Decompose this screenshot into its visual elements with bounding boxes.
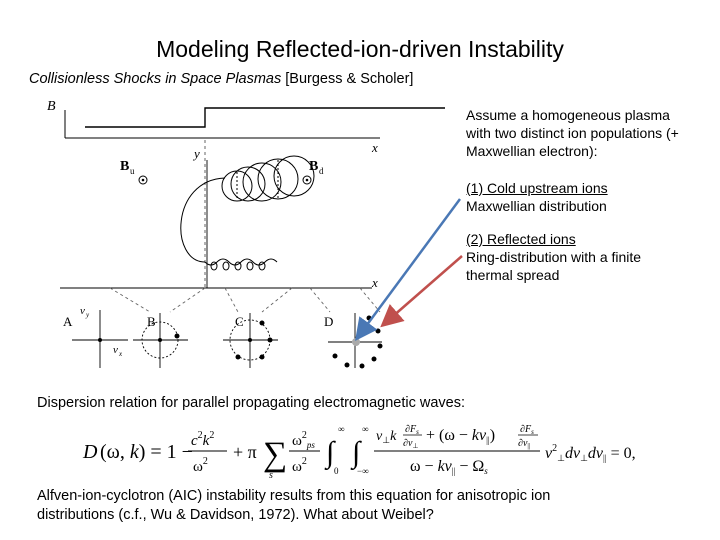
assumption-text: Assume a homogeneous plasma with two dis… [466,106,679,160]
assumption-line: Maxwellian electron): [466,143,598,159]
axis-vx-sub: x [118,350,123,358]
dispersion-equation: D (ω, k) = 1 − c2k2 ω2 + π ∑ s ω2ps ω2 ∫… [82,424,636,480]
conclusion-line: Alfven-ion-cyclotron (AIC) instability r… [37,488,551,504]
svg-text:D: D [82,441,98,463]
slide-title: Modeling Reflected-ion-driven Instabilit… [156,36,564,62]
b-upstream-label: B [120,159,129,174]
cold-ion-pointer-arrow [355,198,462,342]
population-2-heading: (2) Reflected ions [466,231,576,247]
b-out-of-page-icon [302,175,312,185]
axis-vy-sub: y [85,311,90,319]
reference-authors: [Burgess & Scholer] [281,71,414,87]
population-2-line: Ring-distribution with a finite [466,249,642,265]
svg-text:−∞: −∞ [357,466,369,476]
axis-x-label: x [371,140,378,155]
velocity-panel-c: C [223,313,278,368]
svg-text:∂v||: ∂v|| [518,438,530,450]
svg-text:s: s [269,470,273,480]
b-downstream-sub: d [319,166,324,176]
panel-b-label: B [147,314,156,329]
svg-text:(ω, k) = 1 −: (ω, k) = 1 − [100,441,193,463]
dispersion-label: Dispersion relation for parallel propaga… [37,395,465,411]
axis-y-label: y [192,146,200,161]
svg-text:ω2ps: ω2ps [292,430,315,450]
velocity-panel-a: A v y v x [63,305,128,368]
svg-text:∫: ∫ [324,436,336,471]
b-upstream-sub: u [130,166,135,176]
axis-vx-label: v [113,344,118,356]
population-1-line: Maxwellian distribution [466,198,607,214]
reflected-ion-pointer-arrow [380,255,463,328]
svg-text:∂Fs: ∂Fs [405,424,419,436]
velocity-panel-b: B [133,313,188,368]
svg-text:ω2: ω2 [193,456,208,475]
reference-book-title: Collisionless Shocks in Space Plasmas [29,71,282,87]
conclusion-text: Alfven-ion-cyclotron (AIC) instability r… [37,487,550,525]
svg-text:ω2: ω2 [292,456,307,475]
panel-connectors [109,287,381,313]
svg-text:∑: ∑ [263,436,287,473]
svg-text:+ π: + π [233,442,257,462]
svg-text:∞: ∞ [338,424,344,434]
b-downstream-marker: B d [302,159,324,185]
svg-text:v2⊥dv⊥dv|| = 0,: v2⊥dv⊥dv|| = 0, [545,443,636,463]
population-1-text: (1) Cold upstream ions Maxwellian distri… [466,179,608,215]
axis-b-label: B [47,99,56,114]
b-profile-plot: B x [47,99,445,155]
panel-d-label: D [324,314,333,329]
panel-c-label: C [235,314,244,329]
b-upstream-marker: B u [120,159,148,185]
b-out-of-page-icon [138,175,148,185]
ion-trajectory [180,155,315,271]
svg-text:v⊥k: v⊥k [376,429,397,445]
axis-x-lower-label: x [371,275,378,290]
svg-text:∂v⊥: ∂v⊥ [403,438,419,450]
svg-text:0: 0 [334,466,339,476]
b-downstream-label: B [309,159,318,174]
population-2-line: thermal spread [466,267,560,283]
svg-text:ω − kv|| − Ωs: ω − kv|| − Ωs [410,458,488,476]
velocity-panel-d: D [324,313,383,369]
svg-text:∫: ∫ [350,436,362,471]
svg-text:∞: ∞ [362,424,368,434]
panel-a-label: A [63,314,73,329]
svg-text:∂Fs: ∂Fs [520,424,534,436]
population-1-heading: (1) Cold upstream ions [466,180,608,196]
assumption-line: Assume a homogeneous plasma [466,107,670,123]
reference-line: Collisionless Shocks in Space Plasmas [B… [29,71,413,87]
conclusion-line: distributions (c.f., Wu & Davidson, 1972… [37,507,434,523]
svg-text:c2k2: c2k2 [191,430,214,449]
axis-vy-label: v [80,305,85,317]
population-2-text: (2) Reflected ions Ring-distribution wit… [466,230,641,284]
assumption-line: with two distinct ion populations (+ [466,125,679,141]
svg-text:+ (ω − kv||): + (ω − kv||) [426,427,495,445]
